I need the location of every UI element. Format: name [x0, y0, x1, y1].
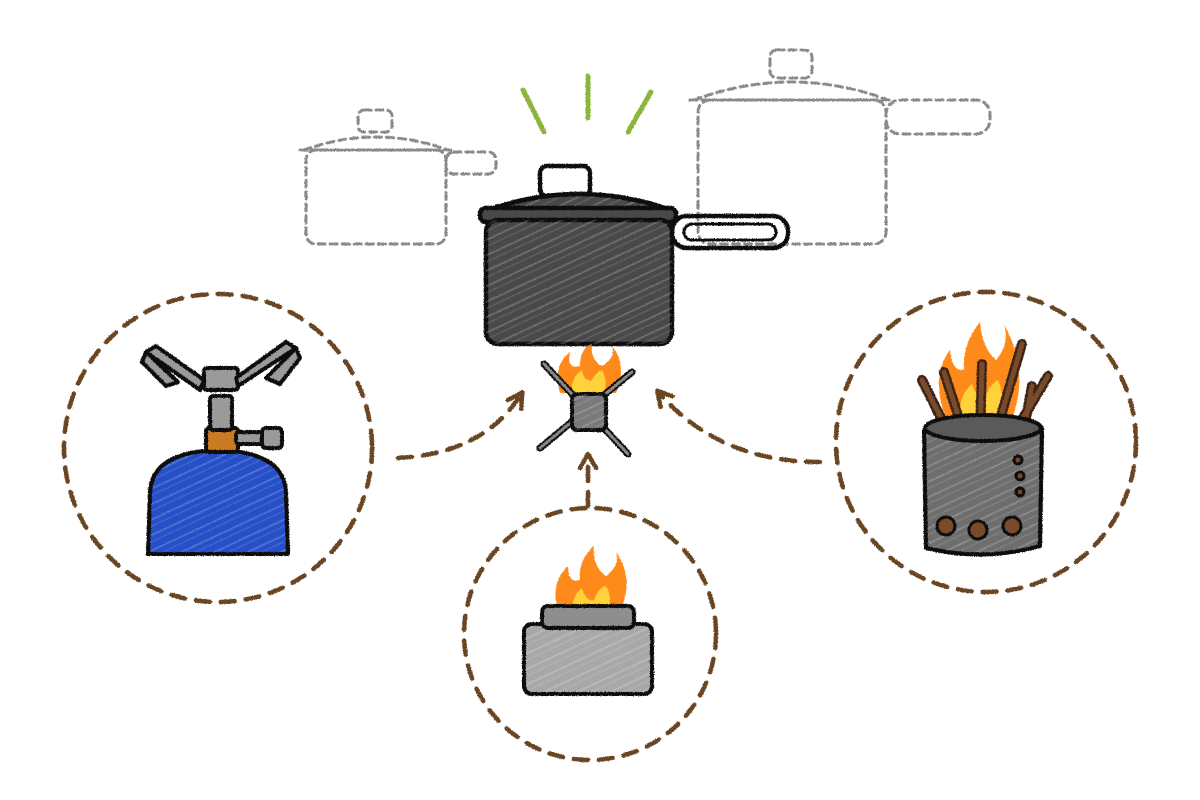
- vent-hole: [1014, 486, 1026, 498]
- steam-line-left: [520, 87, 547, 135]
- steam-line-right: [625, 89, 654, 135]
- vent-hole: [1001, 515, 1023, 537]
- wood-stove-circle: [833, 289, 1139, 595]
- gas-stove-circle: [61, 291, 375, 605]
- arrow-gas-to-stand: [395, 396, 520, 461]
- pot-stand-icon: [536, 344, 636, 458]
- steam-lines: [520, 73, 654, 135]
- arrow-wood-to-stand: [660, 394, 823, 465]
- alcohol-stove-circle: [461, 505, 719, 763]
- pot-stand-flame: [557, 344, 622, 393]
- wood-burning-stove-icon: [917, 322, 1053, 557]
- cooking-pot-icon: [477, 163, 791, 347]
- vent-hole: [1014, 470, 1026, 482]
- large-pot-outline-icon: [688, 48, 992, 246]
- gas-canister-stove-icon: [140, 340, 302, 556]
- small-pot-outline-icon: [298, 108, 498, 246]
- alcohol-burner-icon: [522, 546, 654, 696]
- vent-hole: [967, 519, 989, 541]
- vent-hole: [1012, 454, 1024, 466]
- vent-hole: [935, 515, 957, 537]
